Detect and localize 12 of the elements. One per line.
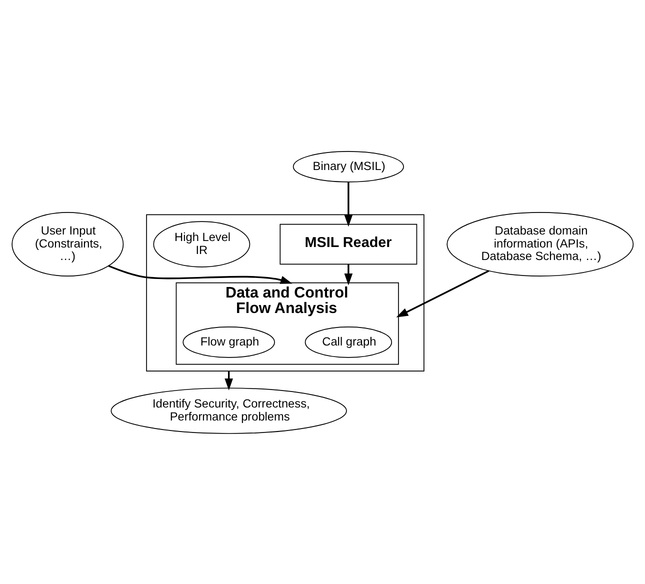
arrow bbox=[344, 264, 353, 285]
node-ellipse: Identify Security, Correctness, Performance problems bbox=[110, 387, 347, 434]
node-box: MSIL Reader bbox=[280, 223, 418, 264]
node-ellipse: User Input (Constraints, …) bbox=[12, 212, 124, 276]
arrow bbox=[396, 270, 490, 317]
node-ellipse: Flow graph bbox=[182, 326, 275, 358]
arrow bbox=[344, 182, 353, 226]
node-ellipse: Database domain information (APIs, Database Schema, …) bbox=[446, 212, 634, 276]
node-ellipse: High Level IR bbox=[153, 220, 250, 267]
node-ellipse: Call graph bbox=[304, 326, 392, 358]
node-ellipse: Binary (MSIL) bbox=[292, 150, 404, 182]
arrow bbox=[108, 264, 292, 284]
